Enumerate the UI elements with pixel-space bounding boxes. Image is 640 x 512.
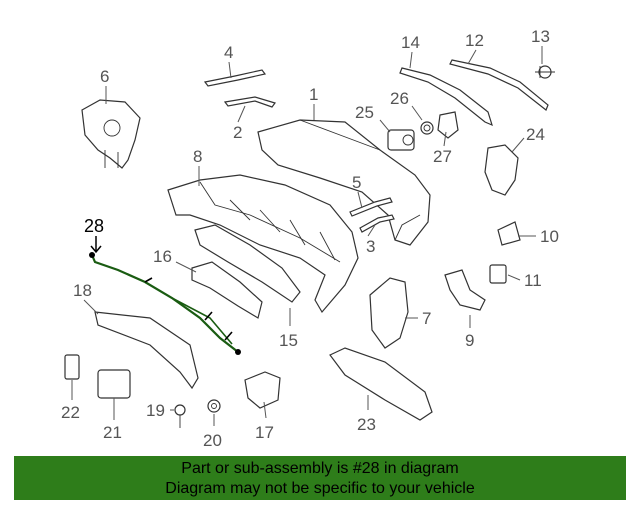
callout-1: 1	[309, 85, 318, 104]
part-5-strip	[349, 197, 393, 217]
part-8-lower-panel	[167, 174, 359, 314]
callout-8: 8	[193, 147, 202, 166]
part-25-sensor	[387, 129, 415, 151]
part-9-bracket	[444, 269, 486, 311]
callout-12: 12	[465, 31, 484, 50]
callout-25: 25	[355, 103, 374, 122]
callout-6: 6	[100, 67, 109, 86]
callout-9: 9	[465, 331, 474, 350]
callout-4: 4	[224, 43, 233, 62]
part-1-bumper-cover	[257, 119, 431, 246]
callout-16: 16	[153, 247, 172, 266]
leader-28-arrow	[90, 236, 102, 254]
callout-13: 13	[531, 27, 550, 46]
part-11-cover	[489, 264, 507, 284]
part-10-clip	[497, 221, 521, 246]
part-16-bracket	[191, 261, 263, 319]
callout-27: 27	[433, 147, 452, 166]
part-13-clip	[535, 65, 555, 79]
part-23-lower-cover	[329, 347, 433, 421]
callout-21: 21	[103, 423, 122, 442]
callout-3: 3	[366, 237, 375, 256]
part-26-ring	[420, 121, 434, 135]
callout-20: 20	[203, 431, 222, 450]
callout-14: 14	[401, 33, 420, 52]
callout-28: 28	[84, 216, 104, 236]
callout-26: 26	[390, 89, 409, 108]
part-7-bracket	[369, 277, 409, 349]
part-2-trim-strip	[223, 96, 276, 108]
callout-17: 17	[255, 423, 274, 442]
part-12-trim	[449, 59, 549, 111]
callout-23: 23	[357, 415, 376, 434]
part-22-plate	[64, 354, 80, 380]
callout-19: 19	[146, 401, 165, 420]
banner-line-2: Diagram may not be specific to your vehi…	[165, 480, 475, 497]
part-3-strip	[359, 214, 395, 233]
callouts: 1 2 3 4 5 6 7 8 9 10 11 12 13 14 15 16 1…	[61, 27, 559, 450]
callout-10: 10	[540, 227, 559, 246]
part-14-trim	[399, 67, 493, 127]
callout-15: 15	[279, 331, 298, 350]
callout-22: 22	[61, 403, 80, 422]
callout-2: 2	[233, 123, 242, 142]
part-21-bracket	[97, 369, 131, 399]
part-28-wiring-harness	[89, 252, 241, 355]
callout-24: 24	[526, 125, 545, 144]
part-27-holder	[437, 111, 459, 139]
banner-line-1: Part or sub-assembly is #28 in diagram	[181, 460, 459, 477]
part-18-reinforcement	[94, 311, 199, 390]
part-19-screw	[174, 404, 186, 428]
part-20-nut	[207, 399, 221, 413]
part-4-trim-strip	[203, 69, 267, 87]
parts-diagram: 1 2 3 4 5 6 7 8 9 10 11 12 13 14 15 16 1…	[61, 27, 559, 450]
part-24-bracket	[484, 144, 519, 196]
part-15-bracket	[194, 224, 301, 303]
part-17-housing	[244, 371, 281, 409]
callout-5: 5	[352, 173, 361, 192]
callout-18: 18	[73, 281, 92, 300]
callout-7: 7	[422, 309, 431, 328]
leader-lines	[71, 46, 543, 426]
info-banner: Part or sub-assembly is #28 in diagram D…	[14, 456, 626, 500]
part-6-bracket	[81, 99, 141, 169]
callout-11: 11	[524, 271, 542, 290]
